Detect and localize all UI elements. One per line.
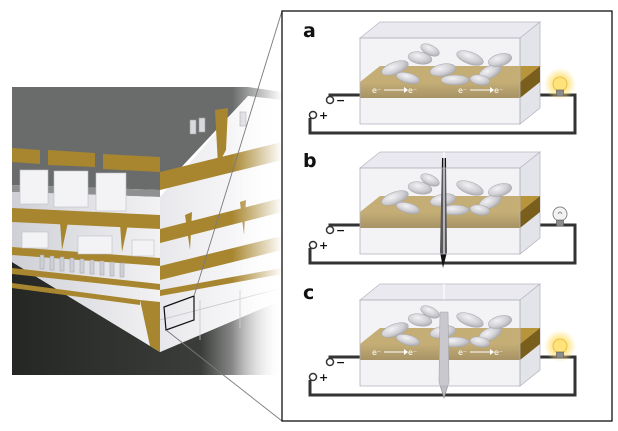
zoom-region-box: [163, 295, 195, 331]
panel-c: c −+ e⁻ e⁻ e⁻ e⁻: [303, 282, 577, 400]
microcapsule: [429, 63, 457, 77]
microcapsule: [420, 173, 440, 187]
electron-arrowhead: [404, 87, 408, 93]
bulb-filament: [557, 211, 563, 215]
microcapsule: [396, 72, 420, 84]
bulb-off-icon: [552, 206, 568, 222]
bulb-base: [556, 351, 564, 359]
panel-b: b −+: [303, 150, 577, 268]
gold-layer-side: [520, 196, 540, 228]
zoom-connector-lines: [165, 10, 283, 422]
positive-terminal: [308, 110, 318, 120]
negative-sign: −: [336, 224, 345, 237]
panel-label-b: b: [303, 150, 317, 172]
electron-label: e⁻: [494, 86, 503, 95]
microcapsule: [420, 305, 440, 319]
positive-sign: +: [319, 371, 328, 384]
positive-terminal: [308, 372, 318, 382]
microcapsule: [420, 43, 440, 57]
chip-3d-illustration: [12, 87, 283, 375]
microcapsule: [396, 202, 420, 214]
negative-terminal: [325, 357, 335, 367]
electron-label: e⁻: [372, 348, 381, 357]
microcapsule: [407, 313, 433, 327]
microcapsule: [488, 53, 512, 67]
box-front-face: [359, 37, 521, 125]
microcapsule: [456, 312, 484, 328]
microcapsule: [469, 336, 491, 348]
bulb-lit-icon: [552, 338, 568, 354]
gold-layer-front: [360, 82, 520, 98]
box-front-face: [359, 167, 521, 255]
box-front-face: [359, 299, 521, 387]
electron-label: e⁻: [408, 86, 417, 95]
bulb-base: [556, 89, 564, 97]
electron-arrowhead: [404, 349, 408, 355]
box-top-face: [358, 283, 542, 301]
negative-terminal: [325, 225, 335, 235]
left-wall-teeth: [39, 254, 125, 278]
ground-plane: [12, 262, 282, 375]
microcapsule: [407, 51, 433, 65]
left-wall-panels: [19, 169, 155, 257]
electron-arrowhead: [490, 349, 494, 355]
microcapsule: [440, 74, 470, 86]
microcapsule: [396, 334, 420, 346]
microcapsule: [488, 315, 512, 329]
gold-layer-side: [520, 328, 540, 360]
negative-sign: −: [336, 94, 345, 107]
positive-terminal: [308, 240, 318, 250]
microcapsule: [456, 180, 484, 196]
microcapsule: [469, 204, 491, 216]
electron-label: e⁻: [372, 86, 381, 95]
bulb-lit-icon: [552, 76, 568, 92]
left-wall-gold-traces: [12, 148, 160, 352]
positive-sign: +: [319, 239, 328, 252]
scene-fade: [232, 87, 282, 375]
negative-sign: −: [336, 356, 345, 369]
electron-arrowhead: [490, 87, 494, 93]
microcapsule: [407, 181, 433, 195]
box-top-face: [358, 151, 542, 169]
gold-layer-front: [360, 212, 520, 228]
positive-sign: +: [319, 109, 328, 122]
healed-crack-fill: [438, 311, 450, 400]
electron-label: e⁻: [458, 86, 467, 95]
panel-label-c: c: [303, 282, 314, 304]
box-top-face: [358, 21, 542, 39]
electron-label: e⁻: [494, 348, 503, 357]
gold-layer-side: [520, 66, 540, 98]
microcapsule: [488, 183, 512, 197]
bulb-base: [556, 219, 564, 227]
negative-terminal: [325, 95, 335, 105]
wire-loop: [308, 223, 577, 265]
panel-label-a: a: [303, 20, 316, 42]
electron-label: e⁻: [408, 348, 417, 357]
panel-a: a −+ e⁻ e⁻ e⁻ e⁻: [303, 20, 577, 135]
microcapsule: [456, 50, 484, 66]
microcapsule: [469, 74, 491, 86]
electron-label: e⁻: [458, 348, 467, 357]
